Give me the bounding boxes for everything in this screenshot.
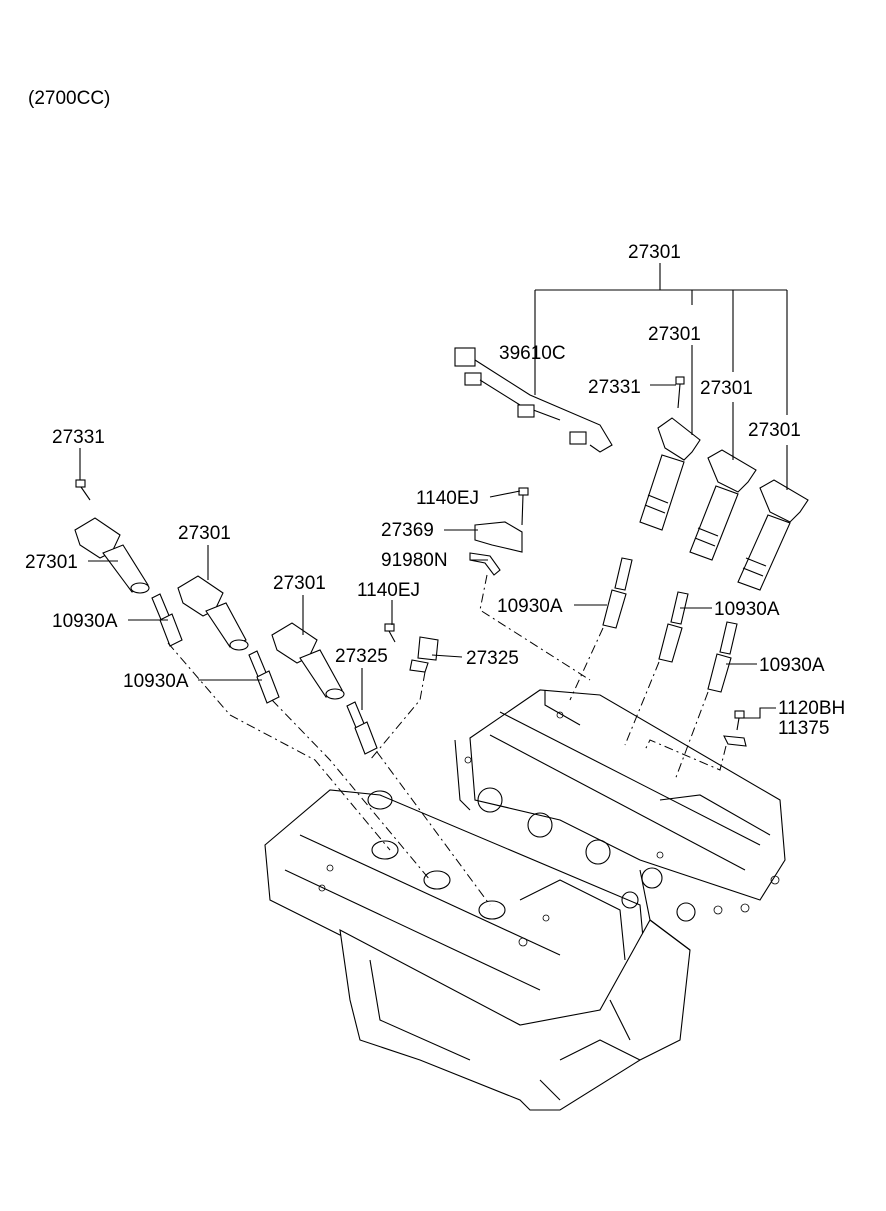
callout-27369: 27369 bbox=[381, 520, 434, 541]
ignition-coil-front-3 bbox=[271, 622, 345, 700]
sensor-27325 bbox=[384, 623, 439, 673]
callout-27301-front-2: 27301 bbox=[178, 523, 231, 544]
callout-27301-rear-1: 27301 bbox=[648, 324, 701, 345]
callout-27301-group: 27301 bbox=[628, 242, 681, 263]
callout-10930a-rear-3: 10930A bbox=[759, 655, 825, 676]
callout-10930a-rear-2: 10930A bbox=[714, 599, 780, 620]
ignition-coil-rear-2 bbox=[689, 449, 757, 561]
callout-10930a-front-1: 10930A bbox=[52, 611, 118, 632]
callout-27331-right: 27331 bbox=[588, 377, 641, 398]
spark-plug-front-2 bbox=[248, 650, 280, 704]
callout-10930a-center: 10930A bbox=[497, 596, 563, 617]
callout-11375: 11375 bbox=[778, 718, 829, 739]
spark-plug-front-1 bbox=[151, 593, 183, 647]
callout-91980n: 91980N bbox=[381, 550, 448, 571]
callout-10930a-front-2: 10930A bbox=[123, 671, 189, 692]
callout-27325-a: 27325 bbox=[335, 646, 388, 667]
callout-27301-rear-2: 27301 bbox=[700, 378, 753, 399]
callout-1140ej-mid: 1140EJ bbox=[357, 580, 420, 601]
callout-1140ej-top: 1140EJ bbox=[416, 488, 479, 509]
bolt-27331-right bbox=[675, 376, 685, 409]
ignition-coil-front-1 bbox=[74, 517, 150, 594]
engine-displacement-note: (2700CC) bbox=[28, 88, 110, 109]
spark-plug-rear-2 bbox=[658, 591, 689, 663]
callout-27301-rear-3: 27301 bbox=[748, 420, 801, 441]
callout-27325-b: 27325 bbox=[466, 648, 519, 669]
ignition-coil-rear-1 bbox=[639, 417, 701, 531]
ignition-coil-front-2 bbox=[177, 575, 249, 651]
callout-labels: 27301 39610C 27301 27331 27301 27301 273… bbox=[25, 242, 845, 739]
spark-plug-front-3 bbox=[346, 701, 378, 755]
engine-block-drawing bbox=[264, 689, 786, 1111]
bolt-1120bh bbox=[723, 710, 747, 747]
bolt-27331-left bbox=[75, 479, 91, 501]
leader-lines bbox=[79, 263, 788, 719]
spark-plug-rear-3 bbox=[707, 621, 738, 693]
wiring-harness-39610c bbox=[454, 347, 613, 453]
callout-27331-left: 27331 bbox=[52, 427, 105, 448]
callout-27301-front-1: 27301 bbox=[25, 552, 78, 573]
callout-1120bh: 1120BH bbox=[778, 698, 845, 719]
installation-lines bbox=[167, 574, 727, 906]
ignition-coil-rear-3 bbox=[737, 479, 809, 591]
callout-39610c: 39610C bbox=[499, 343, 566, 364]
spark-plug-rear-1 bbox=[602, 557, 633, 629]
callout-27301-front-3: 27301 bbox=[273, 573, 326, 594]
